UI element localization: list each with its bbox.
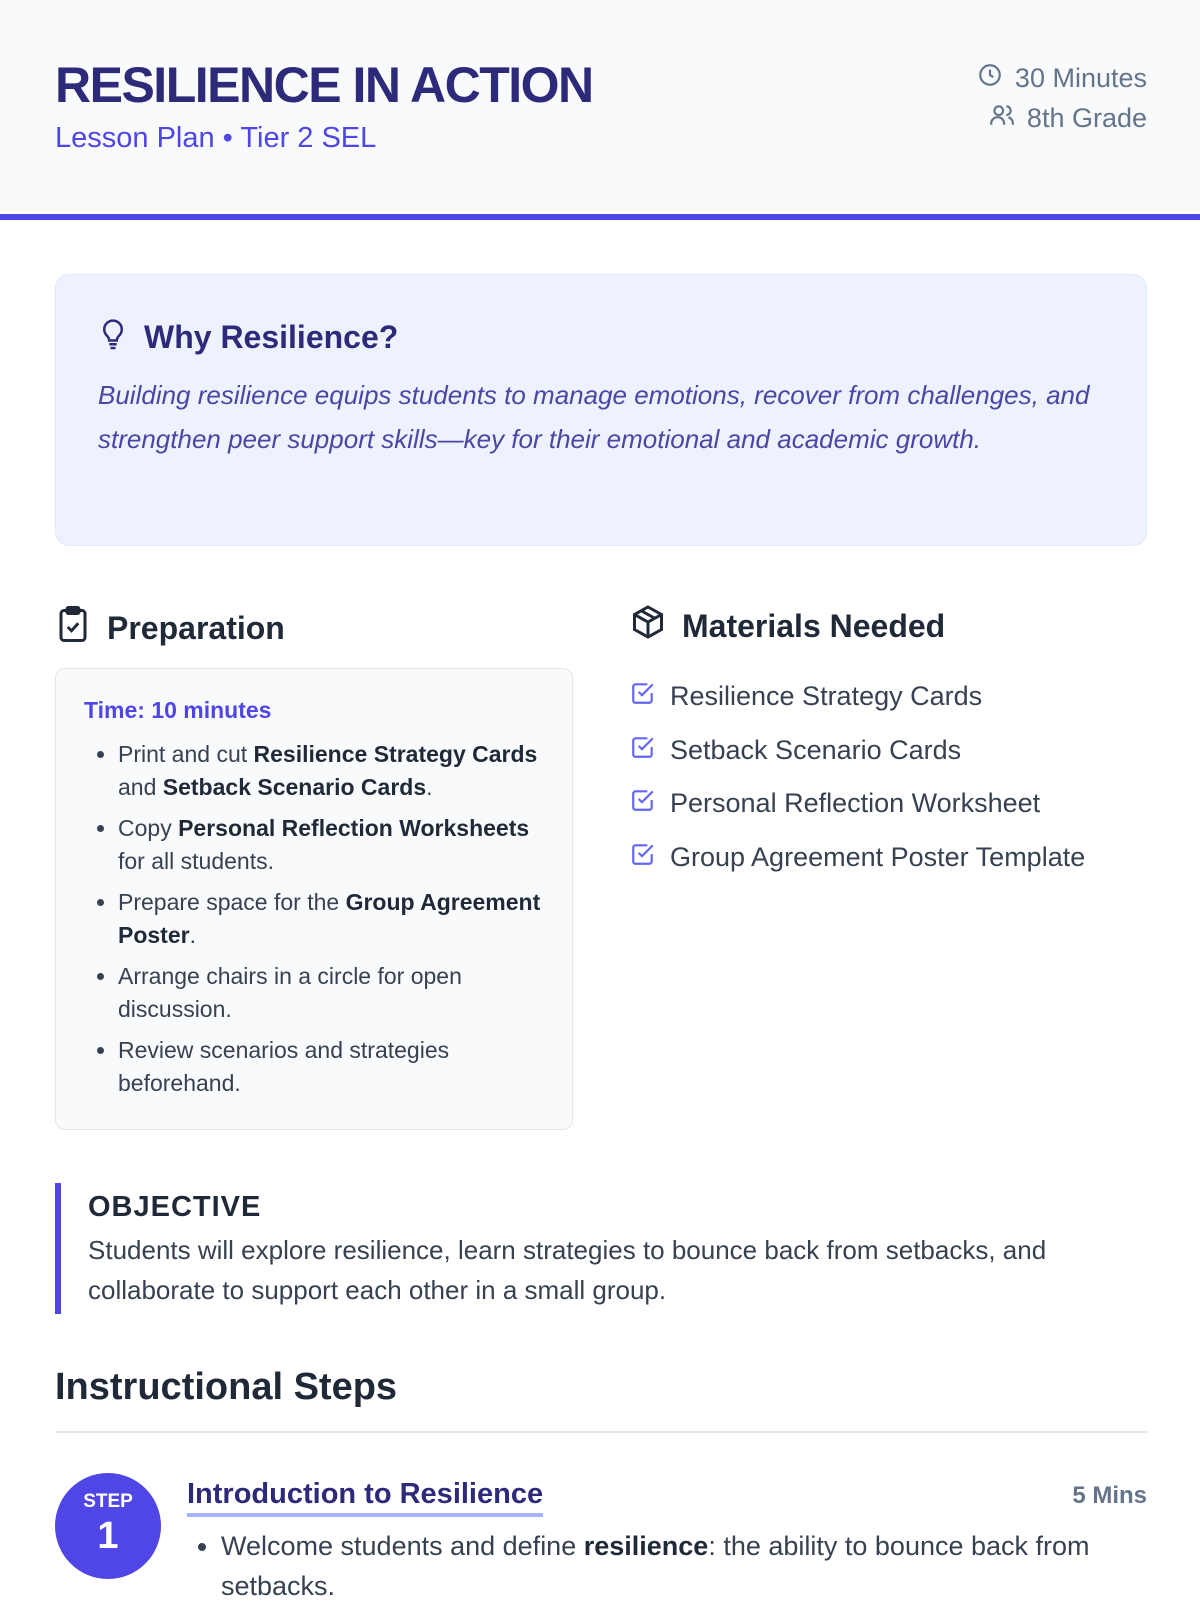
objective-text: Students will explore resilience, learn …	[88, 1235, 1047, 1305]
preparation-heading: Preparation	[55, 604, 285, 652]
list-item: Copy Personal Reflection Worksheets for …	[118, 812, 544, 878]
lesson-meta: 30 Minutes 8th Grade	[977, 58, 1147, 138]
lightbulb-icon	[98, 315, 128, 359]
list-item: Group Agreement Poster Template	[630, 831, 1085, 885]
list-item: Welcome students and define resilience: …	[221, 1526, 1147, 1606]
list-item: Prepare space for the Group Agreement Po…	[118, 886, 544, 952]
materials-list: Resilience Strategy Cards Setback Scenar…	[630, 670, 1085, 884]
prep-time: Time: 10 minutes	[84, 697, 272, 723]
package-icon	[630, 604, 666, 648]
clipboard-check-icon	[55, 604, 91, 652]
preparation-card: Time: 10 minutes Print and cut Resilienc…	[55, 668, 573, 1130]
divider	[55, 1431, 1147, 1433]
duration: 30 Minutes	[1014, 62, 1147, 93]
why-text: Building resilience equips students to m…	[98, 380, 1090, 454]
checkbox-icon	[630, 841, 656, 874]
checkbox-icon	[630, 680, 656, 713]
step-number: 1	[97, 1515, 119, 1557]
step-label: STEP	[83, 1491, 133, 1512]
step-duration: 5 Mins	[1072, 1482, 1147, 1509]
objective-title: OBJECTIVE	[88, 1191, 262, 1223]
page-title: RESILIENCE IN ACTION	[55, 57, 594, 113]
header: RESILIENCE IN ACTION Lesson Plan • Tier …	[0, 0, 1200, 220]
list-item: Arrange chairs in a circle for open disc…	[118, 960, 544, 1026]
instructional-steps-heading: Instructional Steps	[55, 1366, 398, 1408]
materials-heading: Materials Needed	[630, 604, 945, 648]
list-item: Review scenarios and strategies beforeha…	[118, 1034, 544, 1100]
clock-icon	[977, 62, 1003, 95]
preparation-title: Preparation	[107, 609, 285, 646]
checkbox-icon	[630, 787, 656, 820]
list-item: Setback Scenario Cards	[630, 724, 1085, 778]
prep-list: Print and cut Resilience Strategy Cards …	[84, 738, 544, 1100]
why-resilience-card: Why Resilience? Building resilience equi…	[55, 274, 1147, 546]
grade: 8th Grade	[1026, 102, 1147, 133]
step-badge: STEP 1	[55, 1473, 161, 1579]
page-subtitle: Lesson Plan • Tier 2 SEL	[55, 122, 377, 154]
why-title: Why Resilience?	[144, 318, 399, 355]
users-icon	[989, 102, 1015, 135]
list-item: Print and cut Resilience Strategy Cards …	[118, 738, 544, 804]
list-item: Personal Reflection Worksheet	[630, 777, 1085, 831]
step-title: Introduction to Resilience	[187, 1478, 544, 1517]
checkbox-icon	[630, 734, 656, 767]
materials-title: Materials Needed	[682, 607, 946, 644]
list-item: Resilience Strategy Cards	[630, 670, 1085, 724]
objective-block: OBJECTIVE Students will explore resilien…	[55, 1183, 1147, 1314]
step-list: Welcome students and define resilience: …	[187, 1526, 1147, 1606]
